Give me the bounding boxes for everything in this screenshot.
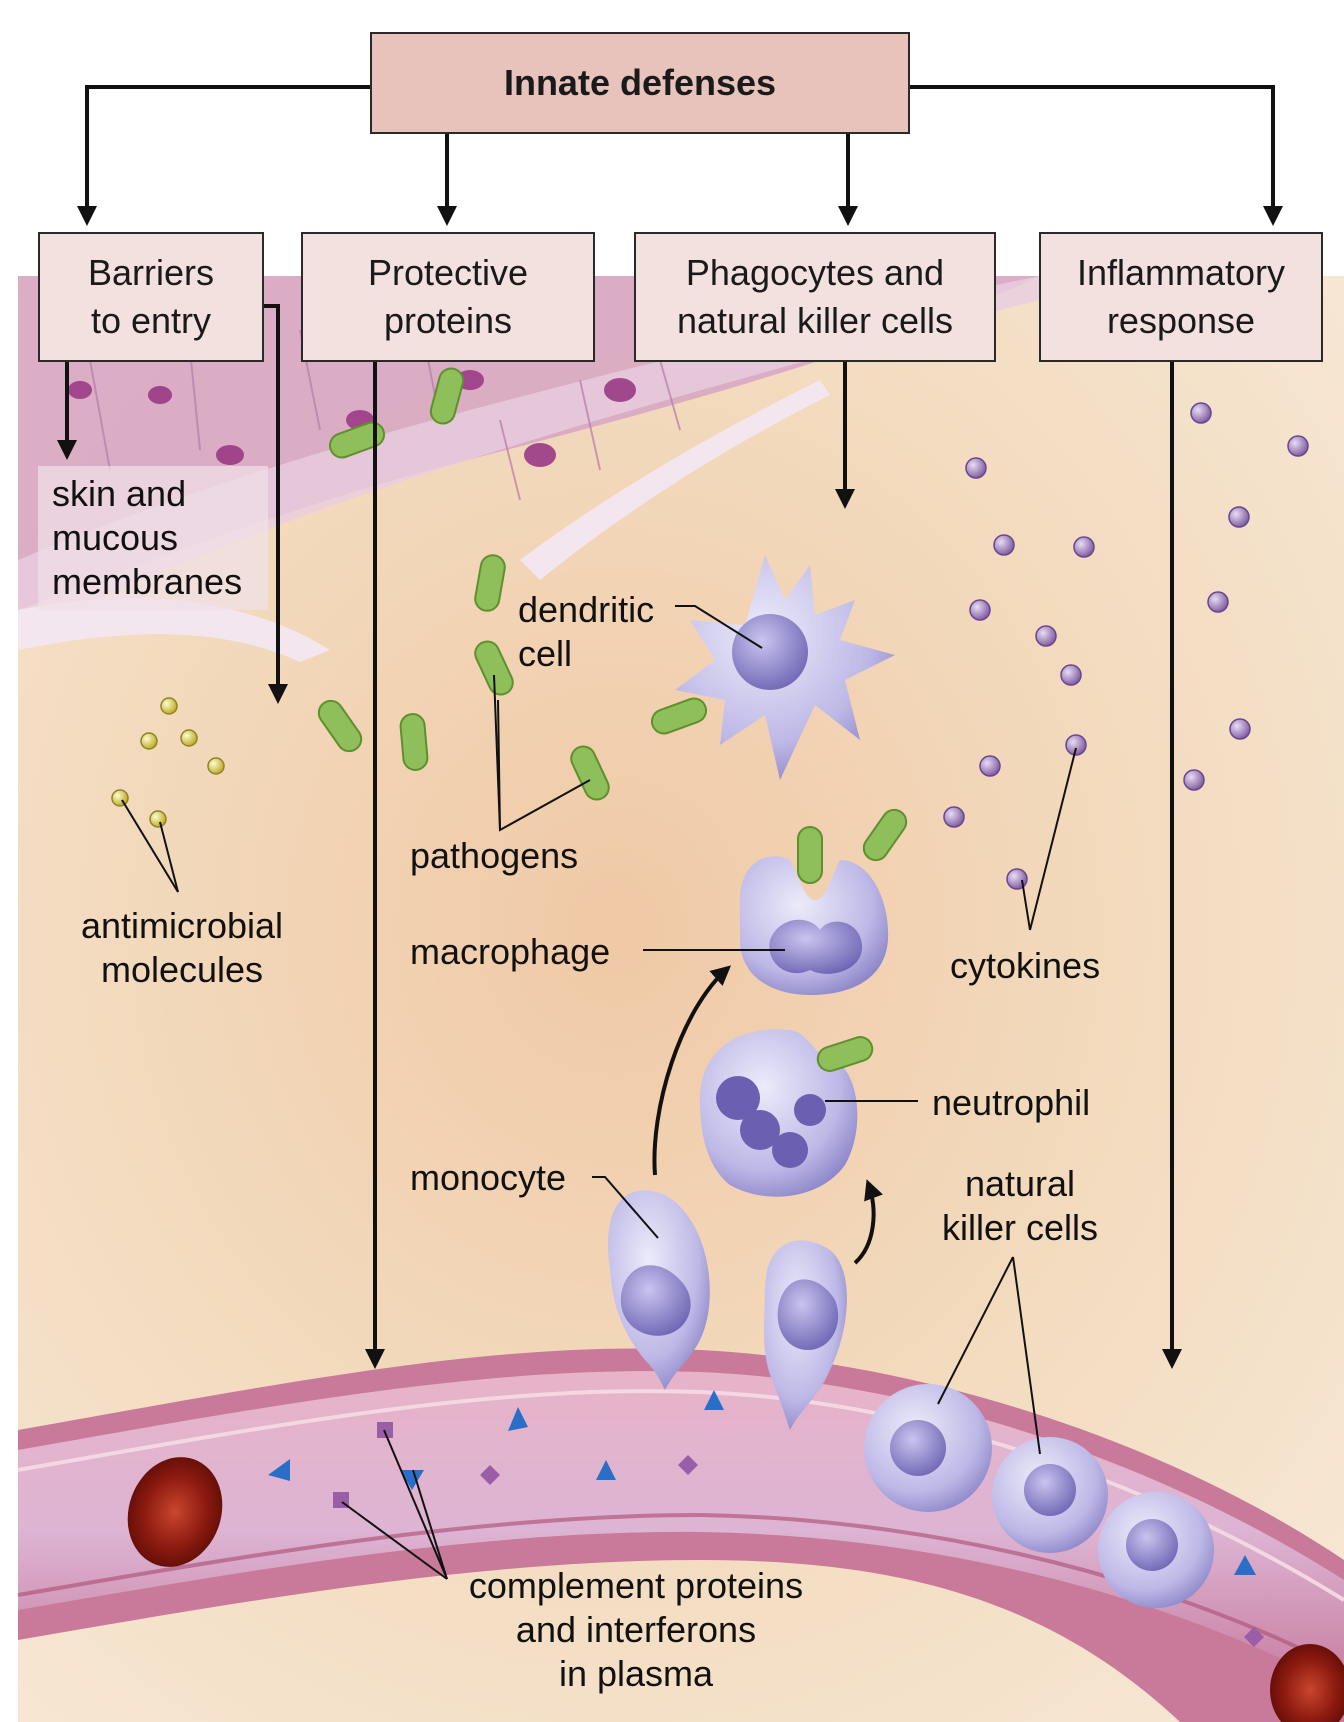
category-phagocytes-label: Phagocytes and natural killer cells [676, 252, 954, 341]
label-complement-interferons: complement proteins and interferons in p… [468, 1565, 804, 1694]
title-box: Innate defenses [370, 32, 910, 134]
macrophage-cell [740, 856, 889, 995]
label-pathogens: pathogens [410, 835, 579, 876]
category-phagocytes-box: Phagocytes and natural killer cells [634, 232, 996, 362]
page-title: Innate defenses [503, 62, 777, 103]
dendritic-cell-shape [675, 555, 895, 780]
category-arrows [57, 304, 1182, 1369]
label-dendritic-cell: dendritic cell [518, 589, 655, 674]
label-cytokines: cytokines [950, 945, 1101, 986]
label-skin-mucous: skin and mucous membranes [52, 473, 243, 602]
neutrophil-cell [700, 1029, 858, 1197]
cytokine-particles [943, 402, 1309, 890]
category-proteins-label: Protective proteins [367, 252, 529, 341]
label-neutrophil: neutrophil [932, 1082, 1091, 1123]
red-blood-cell [127, 1457, 223, 1567]
label-macrophage: macrophage [410, 931, 611, 972]
category-inflammatory-label: Inflammatory response [1076, 252, 1286, 341]
category-inflammatory-box: Inflammatory response [1039, 232, 1323, 362]
leader-lines [121, 605, 1077, 1580]
label-natural-killer-cells: natural killer cells [941, 1163, 1099, 1248]
red-blood-cell [1270, 1644, 1344, 1722]
skin-label-backdrop [38, 466, 268, 610]
label-monocyte: monocyte [410, 1157, 567, 1198]
monocytes [608, 1190, 847, 1430]
flow-connectors [77, 85, 1283, 226]
category-barriers-label: Barriers to entry [87, 252, 215, 341]
plasma-proteins [268, 1390, 1264, 1647]
natural-killer-cells [864, 1384, 1214, 1608]
category-proteins-box: Protective proteins [301, 232, 595, 362]
pathogens-bacteria [317, 367, 908, 1072]
category-barriers-box: Barriers to entry [38, 232, 264, 362]
label-antimicrobial: antimicrobial molecules [80, 905, 284, 990]
